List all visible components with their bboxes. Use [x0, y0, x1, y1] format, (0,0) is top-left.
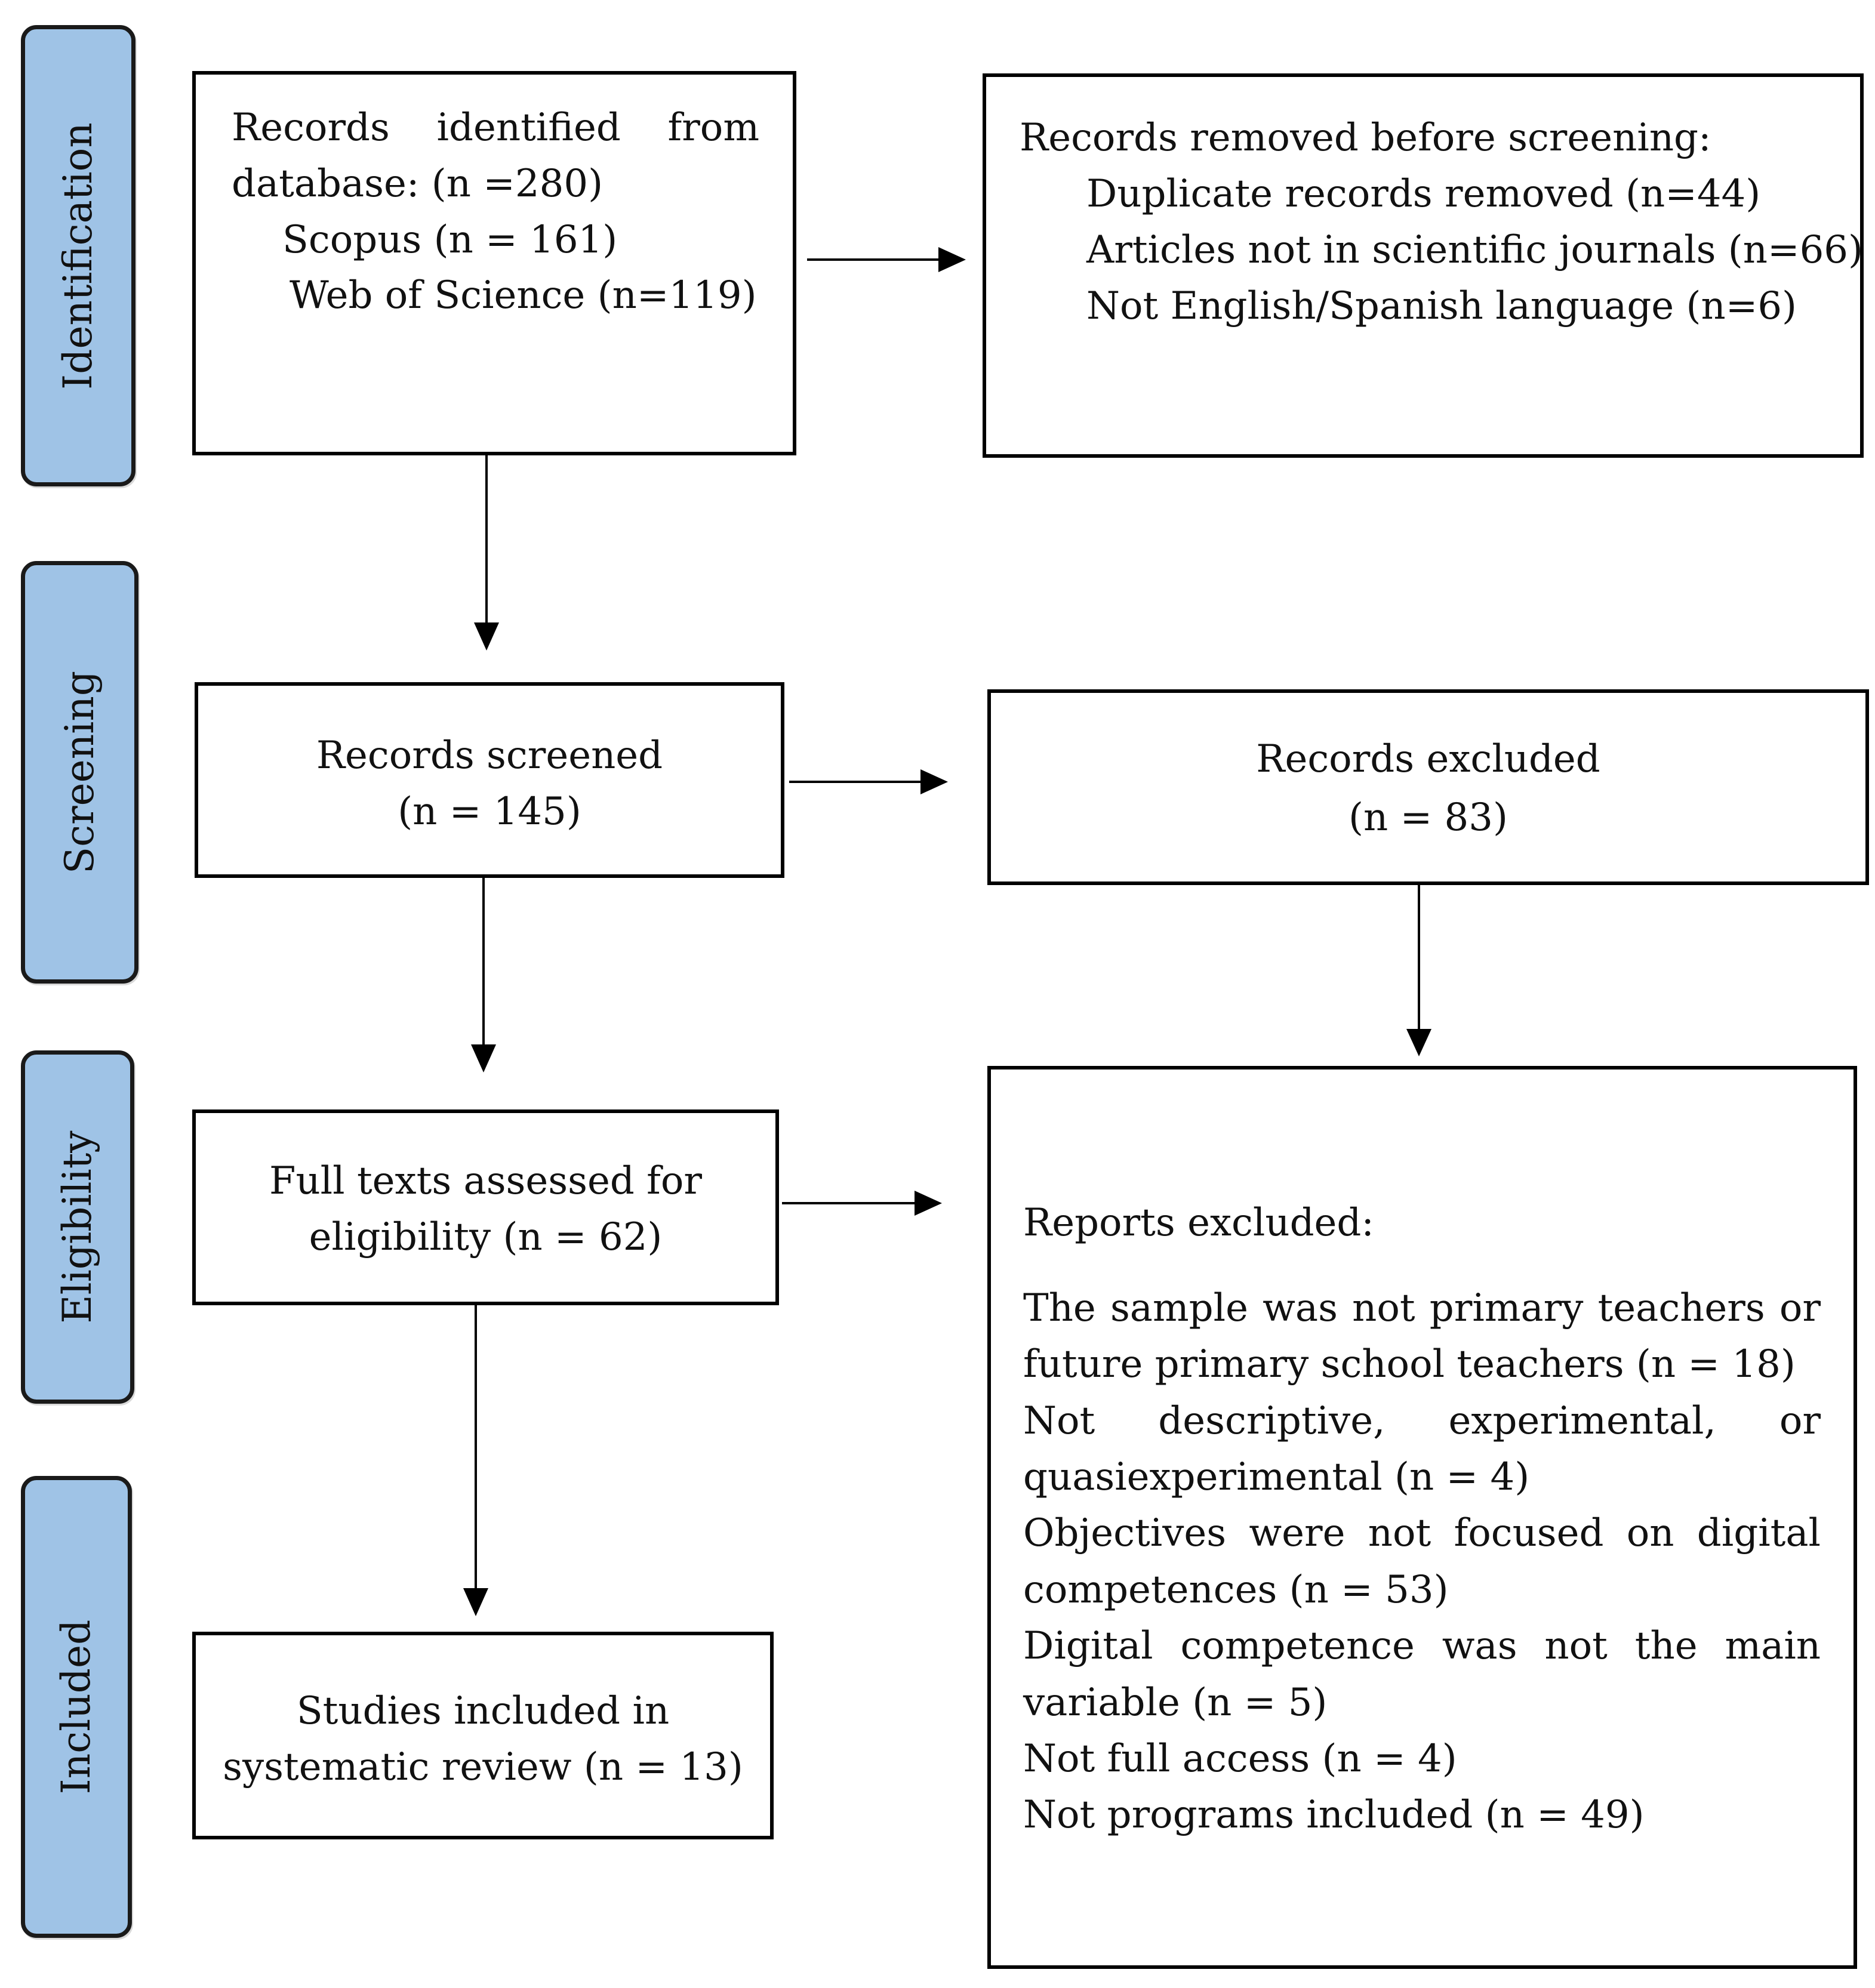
- records-removed-box: Records removed before screening: Duplic…: [983, 73, 1864, 458]
- identified-scopus-count: Scopus (n = 161): [282, 218, 618, 262]
- records-screened-box: Records screened (n = 145): [195, 682, 784, 878]
- identified-word-2: identified: [436, 106, 621, 150]
- arrow-identified-to-removed-head: [938, 247, 966, 272]
- excluded-label: Records excluded: [1256, 737, 1600, 781]
- removed-item-language: Not English/Spanish language (n=6): [1086, 284, 1797, 328]
- stage-screening: Screening: [21, 561, 138, 984]
- stage-eligibility: Eligibility: [21, 1050, 134, 1404]
- screened-label: Records screened: [316, 733, 663, 778]
- identified-wos-count: Web of Science (n=119): [290, 273, 757, 318]
- arrow-screened-to-excluded-head: [920, 769, 948, 794]
- arrow-excluded-to-reports-head: [1406, 1029, 1431, 1056]
- fulltext-line2: eligibility (n = 62): [309, 1215, 663, 1259]
- removed-item-duplicates: Duplicate records removed (n=44): [1086, 172, 1761, 216]
- arrow-identified-to-screened-head: [474, 622, 499, 651]
- reports-line-10: Not programs included (n = 49): [1023, 1793, 1645, 1837]
- arrow-fulltext-to-included-head: [463, 1588, 488, 1616]
- removed-item-not-journals: Articles not in scientific journals (n=6…: [1086, 228, 1863, 272]
- records-excluded-box: Records excluded (n = 83): [987, 689, 1869, 885]
- identified-line1: Records identified from: [232, 100, 759, 156]
- fulltext-assessed-box: Full texts assessed for eligibility (n =…: [192, 1109, 779, 1305]
- reports-line-1: The sample was not primary teachers or: [1023, 1286, 1821, 1330]
- stage-included: Included: [21, 1476, 132, 1938]
- arrow-screened-to-fulltext-head: [471, 1044, 496, 1072]
- stage-identification: Identification: [21, 25, 136, 486]
- reports-title: Reports excluded:: [1023, 1201, 1374, 1245]
- included-line1: Studies included in: [296, 1689, 670, 1733]
- reports-line-2: future primary school teachers (n = 18): [1023, 1342, 1796, 1386]
- fulltext-line1: Full texts assessed for: [269, 1159, 702, 1203]
- reports-excluded-box: Reports excluded: The sample was not pri…: [987, 1066, 1857, 1969]
- included-line2: systematic review (n = 13): [223, 1745, 743, 1789]
- screened-count: (n = 145): [398, 790, 581, 834]
- reports-line-9: Not full access (n = 4): [1023, 1737, 1457, 1781]
- reports-line-5: Objectives were not focused on digital: [1023, 1511, 1821, 1555]
- identified-word-3: from: [667, 106, 760, 150]
- reports-line-7: Digital competence was not the main: [1023, 1624, 1821, 1668]
- records-identified-box: Records identified from database: (n =28…: [192, 71, 796, 455]
- reports-line-4: quasiexperimental (n = 4): [1023, 1455, 1530, 1499]
- excluded-count: (n = 83): [1348, 796, 1508, 840]
- removed-title: Records removed before screening:: [1020, 116, 1711, 160]
- reports-line-3: Not descriptive, experimental, or: [1023, 1399, 1821, 1443]
- arrow-fulltext-to-reports-head: [915, 1191, 942, 1216]
- reports-line-6: competences (n = 53): [1023, 1568, 1449, 1612]
- identified-database-count: database: (n =280): [232, 162, 604, 206]
- studies-included-box: Studies included in systematic review (n…: [192, 1632, 774, 1839]
- reports-line-8: variable (n = 5): [1023, 1681, 1328, 1725]
- identified-word-1: Records: [232, 106, 390, 150]
